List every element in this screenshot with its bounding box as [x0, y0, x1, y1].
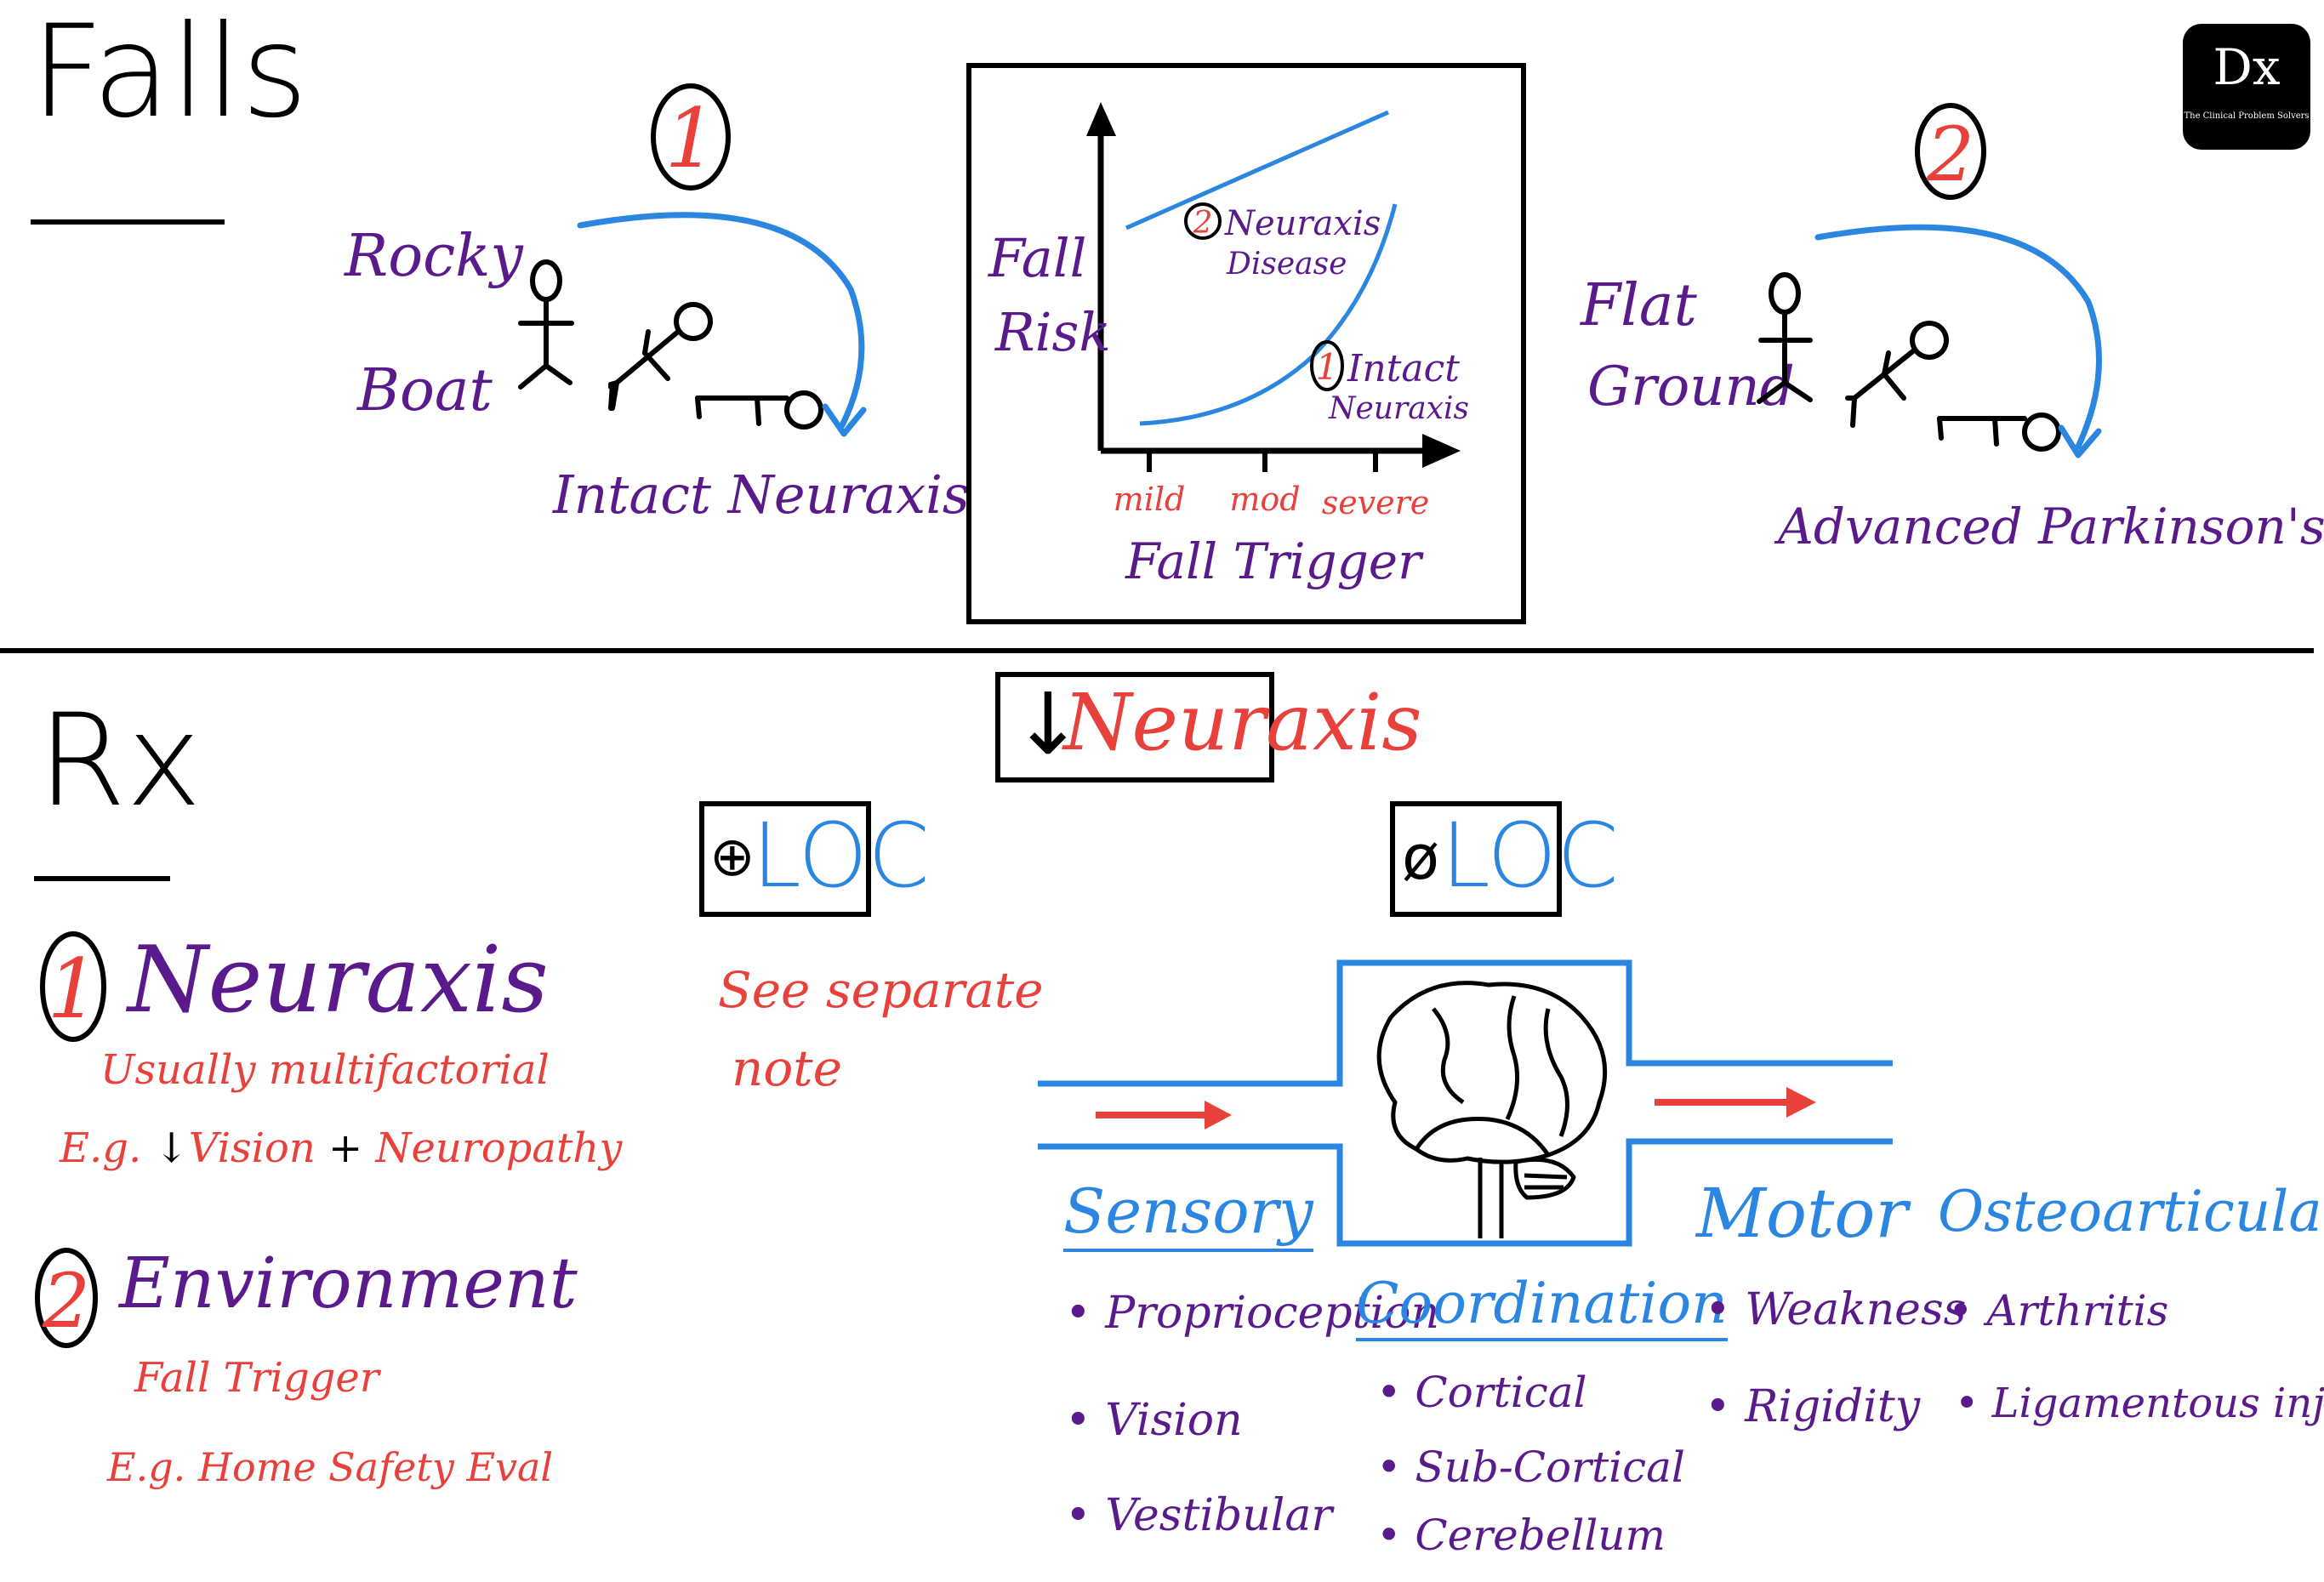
col-motor-item-1: • Weakness: [1705, 1284, 1967, 1335]
chart-ylabel-line2: Risk: [994, 301, 1111, 363]
scenario2-curved-arrow: [1814, 224, 2102, 458]
loc-positive-symbol: ⊕: [709, 826, 755, 889]
col-motor-item-2: • Rigidity: [1705, 1381, 1921, 1432]
rx-item1-line1: Usually multifactorial: [100, 1046, 550, 1094]
down-arrow-icon: ↓: [1012, 674, 1084, 774]
tick-label-mild: mild: [1114, 481, 1186, 518]
rx-item1-line2: E.g. ↓Vision + Neuropathy: [60, 1124, 622, 1172]
col-coordination-item-2: • Sub-Cortical: [1376, 1443, 1685, 1492]
scenario1-number: 1: [664, 91, 716, 186]
scenario2-stick-figures: [1757, 272, 2061, 452]
chart-ylabel-line1: Fall: [988, 227, 1086, 289]
col-osteo-item-1: • Arthritis: [1948, 1286, 2169, 1335]
col-sensory-item-2: • Vision: [1065, 1395, 1243, 1446]
rx-item1-plus: +: [328, 1124, 363, 1172]
chart-xlabel: Fall Trigger: [1125, 532, 1424, 590]
input-arrow-icon: [1096, 1101, 1232, 1130]
falls-title-underline: [31, 219, 225, 225]
col-motor-title: Motor: [1696, 1174, 1908, 1253]
lying-figure-icon: [695, 390, 823, 430]
scenario2-number-circle: 2: [1915, 103, 1986, 200]
rx-item1-eg: E.g.: [60, 1124, 142, 1172]
scenario2-number: 2: [1926, 111, 1974, 198]
rx-item1-neuropathy: Neuropathy: [375, 1124, 623, 1172]
channel-top-outline: [1038, 959, 1893, 1087]
rx-title-underline: [34, 876, 170, 881]
fall-risk-chart-frame: [966, 63, 1526, 624]
rx-item2-number-circle: 2: [35, 1248, 98, 1348]
loc-negative-box: ø LOC: [1390, 801, 1619, 917]
rx-item2-line2: E.g. Home Safety Eval: [107, 1444, 554, 1490]
loc-negative-symbol: ø: [1402, 822, 1440, 893]
loc-positive-note-line1: See separate: [718, 961, 1044, 1019]
loc-negative-label: LOC: [1441, 804, 1619, 908]
col-coordination-title: Coordination: [1356, 1271, 1728, 1341]
series2-name-line2: Disease: [1226, 247, 1347, 282]
col-osteo-title: Osteoarticular: [1938, 1179, 2324, 1244]
scenario1-curved-arrow: [577, 212, 867, 437]
lying-figure-icon: [1937, 413, 2061, 452]
series2-number: 2: [1193, 206, 1213, 241]
output-arrow-icon: [1655, 1087, 1816, 1118]
section-divider: [0, 648, 2314, 653]
dx-logo: Dx The Clinical Problem Solvers: [2183, 24, 2310, 150]
scenario1-caption: Intact Neuraxis: [553, 464, 970, 526]
standing-figure-icon: [518, 259, 574, 390]
falling-figure-icon: [1845, 321, 1949, 428]
dx-logo-text: Dx: [2213, 38, 2281, 96]
rx-item1-number: 1: [47, 942, 99, 1037]
loc-positive-note-line2: note: [732, 1039, 842, 1097]
series-neuraxis-disease-line: [1125, 110, 1390, 230]
standing-figure-icon: [1757, 272, 1813, 404]
tick-label-mod: mod: [1229, 481, 1300, 518]
scenario1-label-line1: Rocky: [345, 223, 523, 290]
falls-title: Falls: [31, 0, 308, 146]
rx-item1-number-circle: 1: [40, 931, 106, 1042]
series1-number: 1: [1316, 346, 1339, 388]
rx-item1-vision: Vision: [188, 1124, 316, 1172]
neuraxis-box-label: Neuraxis: [1063, 677, 1422, 768]
scenario1-label-line2: Boat: [357, 357, 493, 424]
series1-number-circle: [1310, 340, 1344, 391]
rx-title: Rx: [37, 687, 202, 835]
fall-risk-chart: Fall Risk mild mod severe Fall Trigger 2…: [988, 102, 1469, 590]
series2-name-line1: Neuraxis: [1224, 204, 1381, 243]
neuraxis-box: ↓ Neuraxis: [995, 672, 1422, 782]
rx-item2-line1: Fall Trigger: [134, 1354, 379, 1402]
scenario2-label-line1: Flat: [1581, 272, 1697, 339]
col-osteo-item-2: • Ligamentous injury: [1955, 1380, 2324, 1427]
brain-icon: [1376, 981, 1608, 1238]
rx-item2-number: 2: [42, 1257, 90, 1345]
neuro-pathway-diagram: [1038, 959, 1893, 1247]
channel-bottom-outline: [1038, 1138, 1893, 1247]
rx-item1-label: Neuraxis: [128, 927, 549, 1033]
scenario1-stick-figures: [518, 259, 823, 430]
col-sensory-title: Sensory: [1063, 1175, 1313, 1252]
loc-positive-label: LOC: [752, 804, 930, 908]
loc-positive-box: ⊕ LOC: [699, 801, 930, 917]
rx-item2-label: Environment: [119, 1243, 578, 1324]
series1-name-line2: Neuraxis: [1328, 391, 1469, 426]
falling-figure-icon: [608, 302, 713, 411]
series1-name-line1: Intact: [1347, 347, 1460, 390]
chart-y-axis-arrow: [1086, 102, 1116, 136]
series2-number-circle: [1184, 202, 1222, 240]
scenario1-number-circle: 1: [651, 83, 731, 191]
chart-x-axis-arrow: [1422, 434, 1461, 468]
tick-label-severe: severe: [1322, 484, 1430, 521]
col-sensory-item-1: • Proprioception: [1065, 1288, 1439, 1339]
col-coordination-item-3: • Cerebellum: [1376, 1511, 1666, 1560]
col-coordination-item-1: • Cortical: [1376, 1368, 1587, 1417]
col-sensory-item-3: • Vestibular: [1065, 1490, 1333, 1541]
scenario2-caption: Advanced Parkinson's Dz: [1778, 498, 2324, 555]
scenario2-label-line2: Ground: [1587, 356, 1795, 418]
dx-logo-subtitle: The Clinical Problem Solvers: [2184, 111, 2310, 121]
down-arrow-icon: ↓: [154, 1124, 189, 1172]
